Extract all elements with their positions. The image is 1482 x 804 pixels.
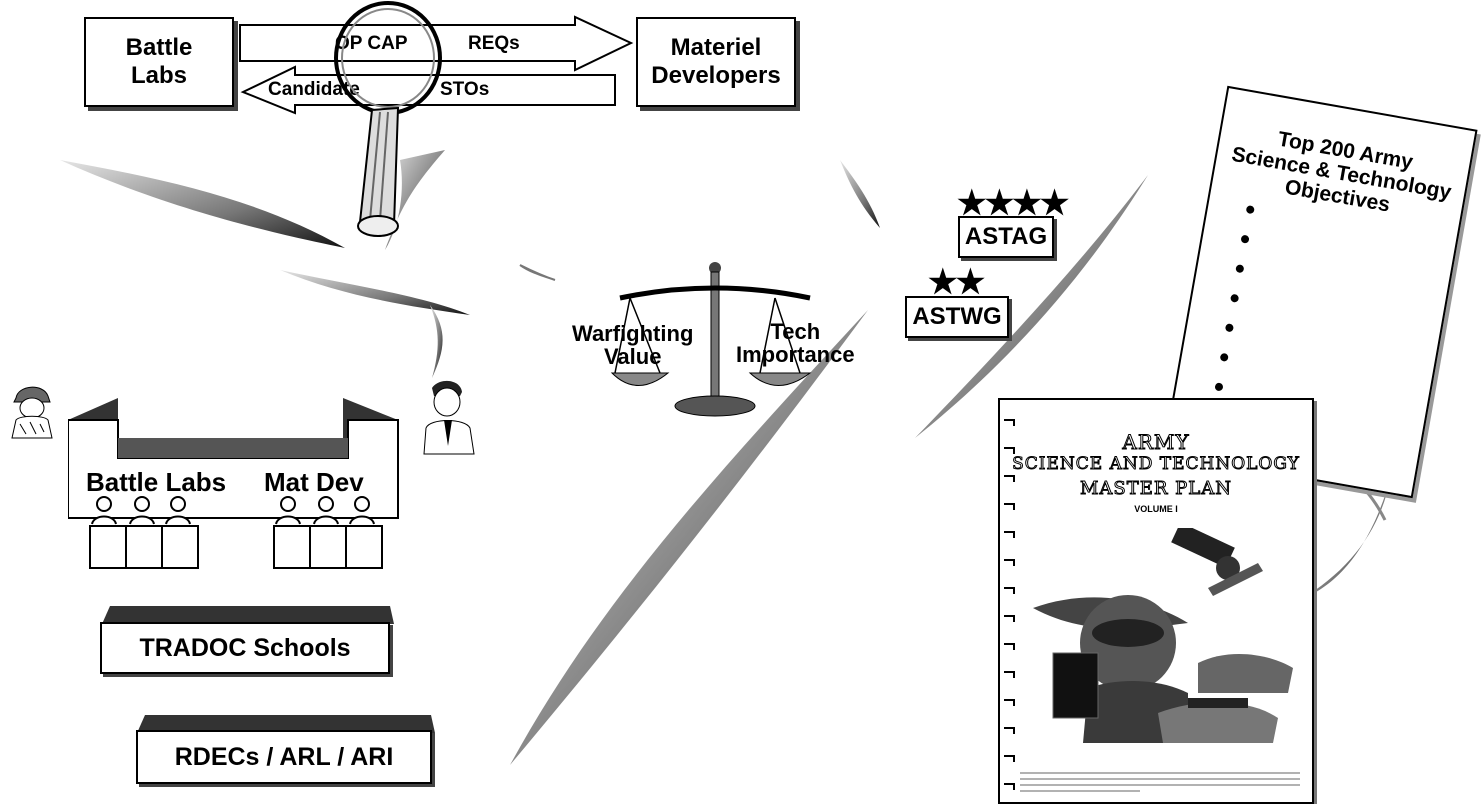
civilian-icon — [423, 380, 475, 455]
plan-line-science: SCIENCE AND TECHNOLOGY — [1012, 454, 1300, 475]
swoosh-left-mid — [280, 270, 470, 315]
plan-line-army: ARMY — [1122, 430, 1190, 455]
military-collage-image — [1033, 528, 1293, 743]
stos-label: STOs — [440, 79, 490, 100]
soldier-icon — [11, 386, 53, 439]
astwg-box: ASTWG — [905, 296, 1009, 338]
master-plan-book: ARMY SCIENCE AND TECHNOLOGY MASTER PLAN … — [998, 398, 1314, 804]
swoosh-top-mid — [385, 150, 445, 250]
balance-scale-icon — [610, 262, 812, 417]
swoosh-center-small — [519, 264, 556, 281]
rdecs-box: RDECs / ARL / ARI — [136, 730, 432, 784]
panel-battle-labs-label: Battle Labs — [86, 467, 227, 497]
spiral-binding — [1004, 419, 1015, 790]
battle-labs-box: Battle Labs — [84, 17, 234, 107]
swoosh-small — [430, 305, 443, 378]
tech-importance-label: Tech Importance — [736, 319, 855, 368]
panel-mat-dev-label: Mat Dev — [264, 467, 364, 497]
warfighting-value-label: Warfighting Value — [572, 321, 694, 370]
astag-stars: ★★★★ — [957, 184, 1069, 221]
astag-box: ASTAG — [958, 216, 1054, 258]
swoosh-top-left — [60, 160, 345, 248]
plan-volume: VOLUME I — [1134, 504, 1178, 514]
materiel-developers-box: Materiel Developers — [636, 17, 796, 107]
astwg-stars: ★★ — [928, 263, 985, 300]
magnifying-glass-icon — [334, 1, 442, 237]
plan-line-master: MASTER PLAN — [1080, 478, 1232, 500]
reqs-label: REQs — [468, 33, 520, 54]
op-cap-label: OP CAP — [335, 33, 408, 54]
candidate-label: Candidate — [268, 79, 360, 100]
rdecs-box-top — [137, 715, 435, 733]
tradoc-schools-box: TRADOC Schools — [100, 622, 390, 674]
swoosh-upper-right — [840, 160, 880, 228]
fine-print — [1020, 772, 1300, 792]
panel-members-left — [89, 496, 199, 569]
panel-members-right — [273, 496, 383, 569]
tradoc-box-top — [102, 606, 394, 624]
swoosh-big-center — [510, 310, 868, 765]
